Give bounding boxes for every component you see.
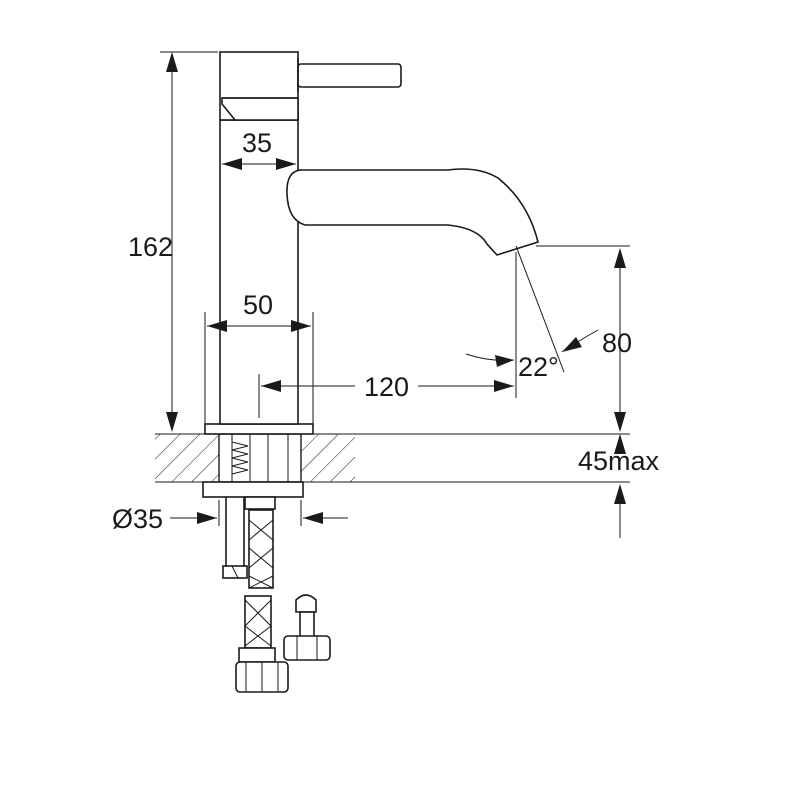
label-mounting-hole: Ø35	[112, 504, 163, 534]
dimension-height-162: 162	[128, 51, 218, 432]
dimension-height-80: 80	[536, 245, 632, 432]
dimension-counter-45max: 45max	[578, 434, 660, 538]
dimension-body-35: 35	[222, 128, 296, 170]
label-spout-height: 80	[602, 328, 632, 358]
dimension-base-50: 50	[204, 290, 314, 424]
label-total-height: 162	[128, 232, 173, 262]
label-spout-angle: 22°	[518, 352, 559, 382]
lever-handle	[297, 58, 402, 92]
dimension-angle-22: 22°	[465, 245, 599, 382]
hoses-and-fittings	[202, 481, 331, 693]
dimension-hole-35: Ø35	[112, 500, 348, 534]
dimension-reach-120: 120	[258, 252, 517, 418]
spout	[286, 168, 539, 256]
label-body-diameter: 35	[242, 128, 272, 158]
label-counter-thickness: 45max	[578, 446, 660, 476]
label-spout-reach: 120	[364, 372, 409, 402]
faucet-body	[204, 51, 314, 435]
label-base-diameter: 50	[243, 290, 273, 320]
countertop-section	[155, 433, 630, 483]
